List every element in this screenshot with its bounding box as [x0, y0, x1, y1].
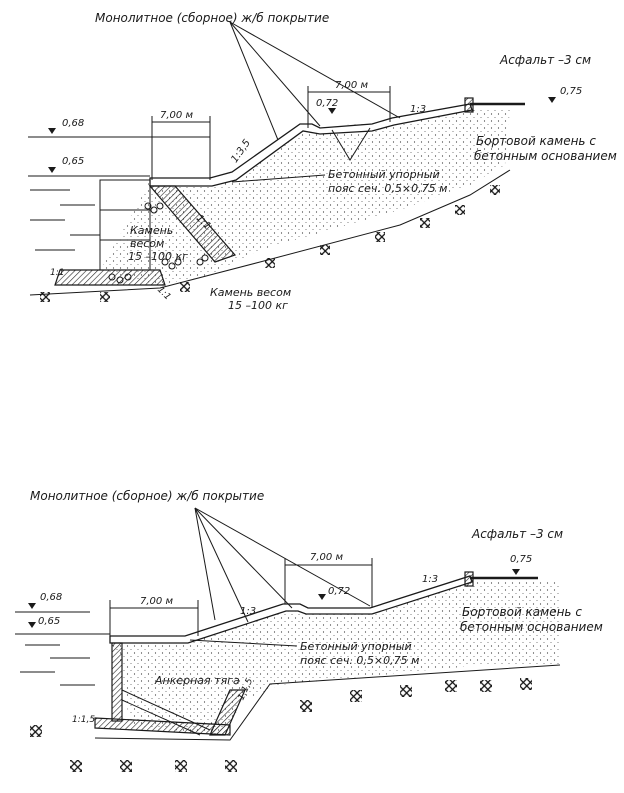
top-level-072: 0,72 — [316, 98, 338, 109]
top-level-068: 0,68 — [62, 118, 84, 129]
top-curb-line2: бетонным основанием — [474, 149, 617, 163]
top-ground-line — [29, 169, 511, 296]
bottom-asphalt-label: Асфальт –3 см — [471, 527, 563, 541]
top-width-lower: 7,00 м — [160, 110, 193, 121]
top-belt-line1: Бетонный упорный — [328, 168, 440, 181]
bottom-ground-marks — [30, 678, 532, 772]
bottom-slope-13a: 1:3 — [240, 606, 256, 617]
top-stone-line1: Камень — [130, 224, 173, 237]
top-middle-notch — [331, 127, 371, 161]
bottom-belt-line1: Бетонный упорный — [300, 640, 412, 653]
top-dimensions — [151, 86, 391, 180]
bottom-level-072: 0,72 — [328, 586, 350, 597]
top-toe-belt — [148, 185, 237, 263]
bottom-curb-line2: бетонным основанием — [460, 620, 603, 634]
bottom-belt-line2: пояс сеч. 0,5×0,75 м — [300, 654, 419, 667]
bottom-wall — [111, 642, 123, 722]
bottom-width-lower: 7,00 м — [140, 596, 173, 607]
bottom-curb-line1: Бортовой камень с — [462, 605, 582, 619]
top-section: Монолитное (сборное) ж/б покрытие Асфаль… — [28, 11, 617, 312]
top-asphalt-label: Асфальт –3 см — [499, 53, 591, 67]
top-cover-label: Монолитное (сборное) ж/б покрытие — [95, 11, 329, 25]
bottom-level-075: 0,75 — [510, 554, 532, 565]
bottom-slope-13b: 1:3 — [422, 574, 438, 585]
bottom-fill-body — [110, 580, 560, 735]
bottom-cover-label: Монолитное (сборное) ж/б покрытие — [30, 489, 264, 503]
bottom-width-upper: 7,00 м — [310, 552, 343, 563]
top-bottom-pad — [54, 269, 166, 286]
bottom-belt-leader — [189, 639, 298, 647]
top-curb-stone — [464, 97, 474, 113]
top-leader-lines — [229, 21, 401, 141]
top-stone2-line1: Камень весом — [210, 286, 291, 299]
bottom-slope-115b: 1:1,5 — [72, 715, 95, 725]
top-belt-leader — [231, 174, 326, 183]
bottom-leader-lines — [194, 507, 371, 623]
top-slope-13: 1:3 — [410, 104, 426, 115]
top-width-upper: 7,00 м — [335, 80, 368, 91]
bottom-curb-stone — [464, 571, 474, 587]
top-level-075: 0,75 — [560, 86, 582, 97]
bottom-water-ripples — [20, 644, 95, 686]
top-water-ripples — [30, 189, 100, 251]
bottom-level-marks — [28, 569, 520, 628]
bottom-anchor-label: Анкерная тяга — [154, 674, 240, 687]
top-stones — [108, 202, 209, 284]
top-level-marks — [48, 97, 556, 173]
top-slope-11b: 1:1 — [50, 268, 64, 278]
top-stone-line2: весом — [130, 237, 164, 250]
top-belt-line2: пояс сеч. 0,5×0,75 м — [328, 182, 447, 195]
top-ground-marks — [40, 185, 500, 302]
top-stone-line3: 15 –100 кг — [128, 250, 188, 263]
bottom-level-068: 0,68 — [40, 592, 62, 603]
top-level-065: 0,65 — [62, 156, 84, 167]
bottom-level-065: 0,65 — [38, 616, 60, 627]
bottom-base-pad — [94, 717, 231, 736]
bottom-ground-line — [94, 664, 561, 741]
top-curb-line1: Бортовой камень с — [476, 134, 596, 148]
top-stone2-line2: 15 –100 кг — [228, 299, 288, 312]
bottom-section: Монолитное (сборное) ж/б покрытие Асфаль… — [15, 489, 603, 772]
bottom-dimensions — [109, 558, 373, 636]
